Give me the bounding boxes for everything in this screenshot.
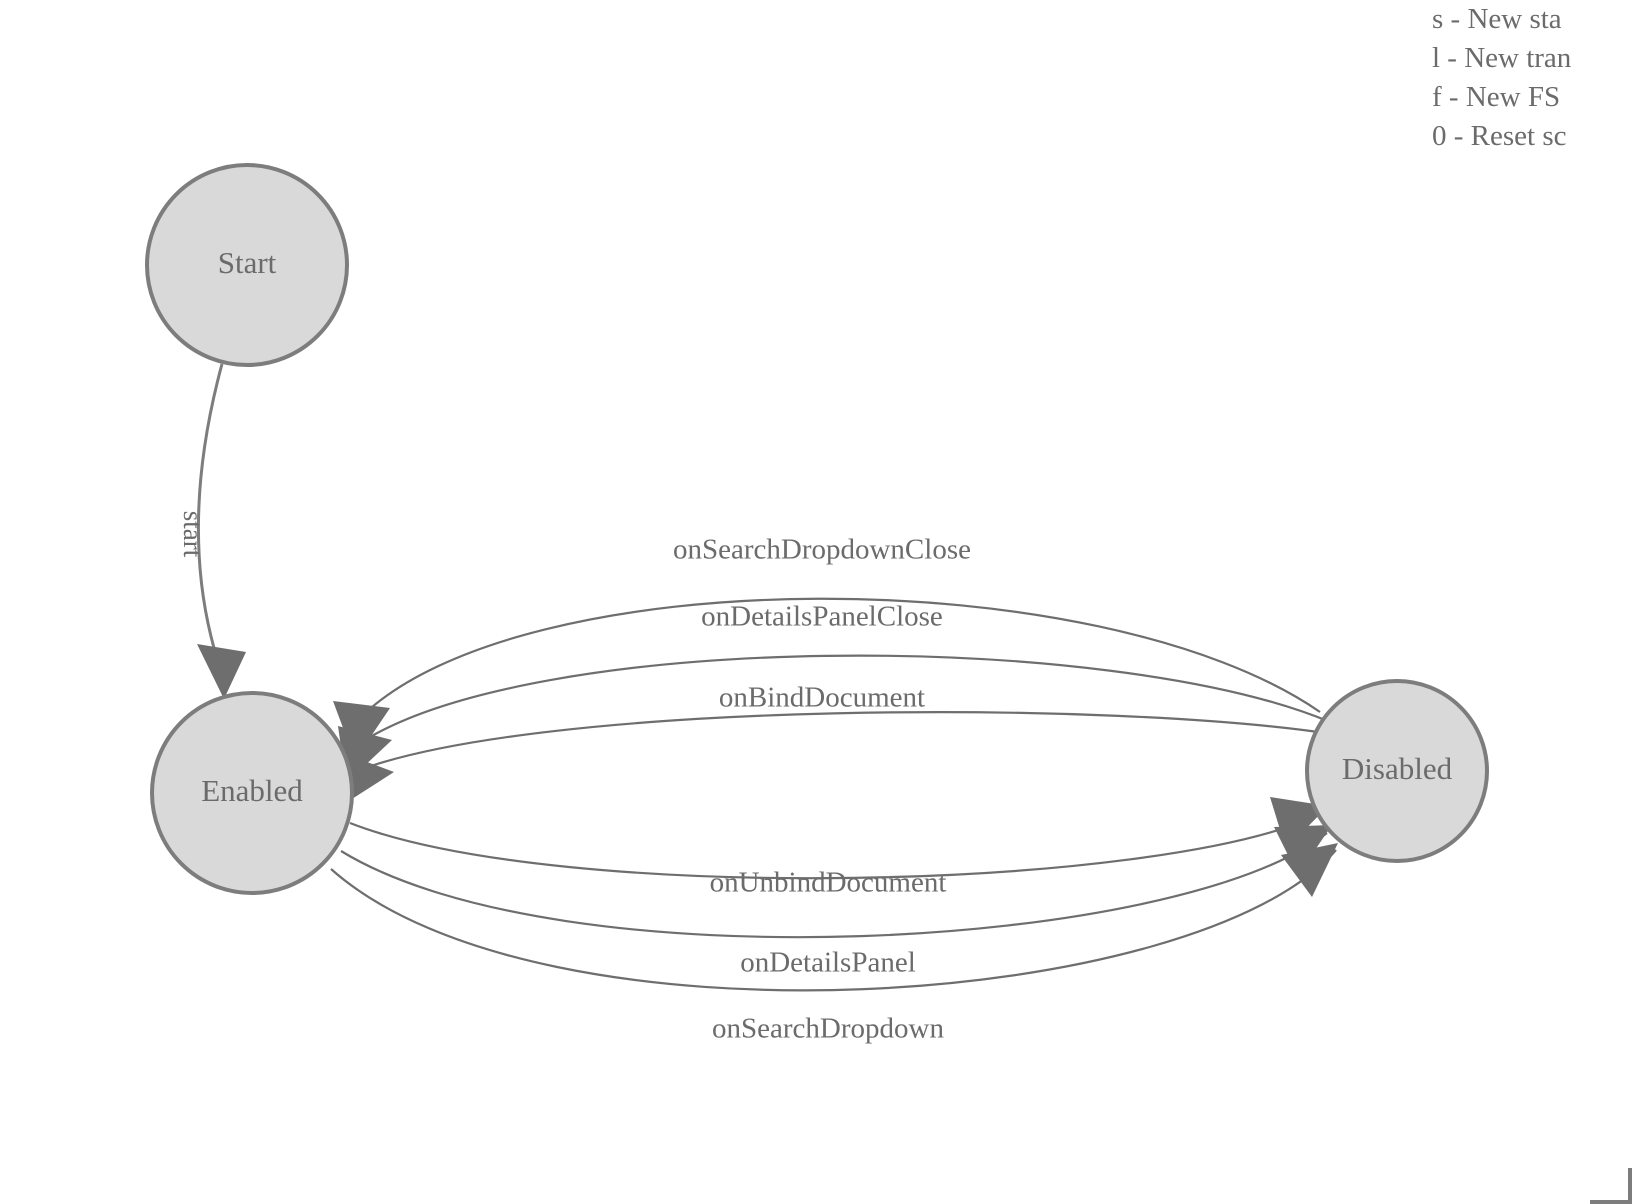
help-line-reset-scale: 0 - Reset sc [1432,120,1567,152]
edge-on-search-dropdown-close-label: onSearchDropdownClose [673,534,971,566]
edge-on-search-dropdown[interactable]: onSearchDropdown [330,843,1338,1045]
help-line-new-state: s - New sta [1432,3,1562,35]
edge-on-unbind-document-label: onUnbindDocument [710,867,947,899]
edge-on-unbind-document[interactable]: onUnbindDocument [349,797,1328,899]
node-start-circle[interactable] [145,163,349,367]
edge-on-unbind-document-path[interactable] [349,814,1319,880]
edge-on-details-panel-close-path[interactable] [356,654,1331,746]
edge-on-details-panel-path[interactable] [340,832,1328,939]
help-shortcuts-panel: s - New sta l - New tran f - New FS 0 - … [1432,0,1632,156]
node-enabled-circle[interactable] [150,691,354,895]
edge-on-search-dropdown-label: onSearchDropdown [712,1013,944,1045]
edge-on-details-panel-close-label: onDetailsPanelClose [701,601,943,633]
node-start-label: Start [218,245,277,280]
node-disabled-label: Disabled [1342,751,1453,786]
edge-on-bind-document-path[interactable] [353,711,1339,774]
node-disabled-circle[interactable] [1305,679,1489,863]
edge-on-search-dropdown-close-arrowhead [333,701,390,760]
help-line-new-fsm: f - New FS [1432,81,1561,113]
edge-on-search-dropdown-path[interactable] [330,849,1337,992]
node-enabled[interactable]: Enabled [150,691,354,895]
edge-on-bind-document[interactable]: onBindDocument [340,682,1339,806]
edge-on-details-panel-arrowhead [1274,825,1332,875]
edge-start-arrowhead [197,644,246,699]
edge-on-details-panel-label: onDetailsPanel [740,947,916,979]
edge-start-path[interactable] [196,363,224,656]
canvas-corner-marker [1590,1168,1632,1204]
edge-start-label: start [178,511,208,558]
node-start[interactable]: Start [145,163,349,367]
edge-start[interactable]: start [178,363,246,699]
help-line-new-transition: l - New tran [1432,42,1572,74]
edge-on-search-dropdown-close[interactable]: onSearchDropdownClose [333,534,1321,760]
node-enabled-label: Enabled [201,773,303,808]
edge-on-details-panel[interactable]: onDetailsPanel [340,825,1332,979]
edge-on-search-dropdown-arrowhead [1281,843,1338,897]
edge-on-search-dropdown-close-path[interactable] [359,597,1321,719]
node-disabled[interactable]: Disabled [1305,679,1489,863]
edge-on-bind-document-label: onBindDocument [719,682,925,714]
